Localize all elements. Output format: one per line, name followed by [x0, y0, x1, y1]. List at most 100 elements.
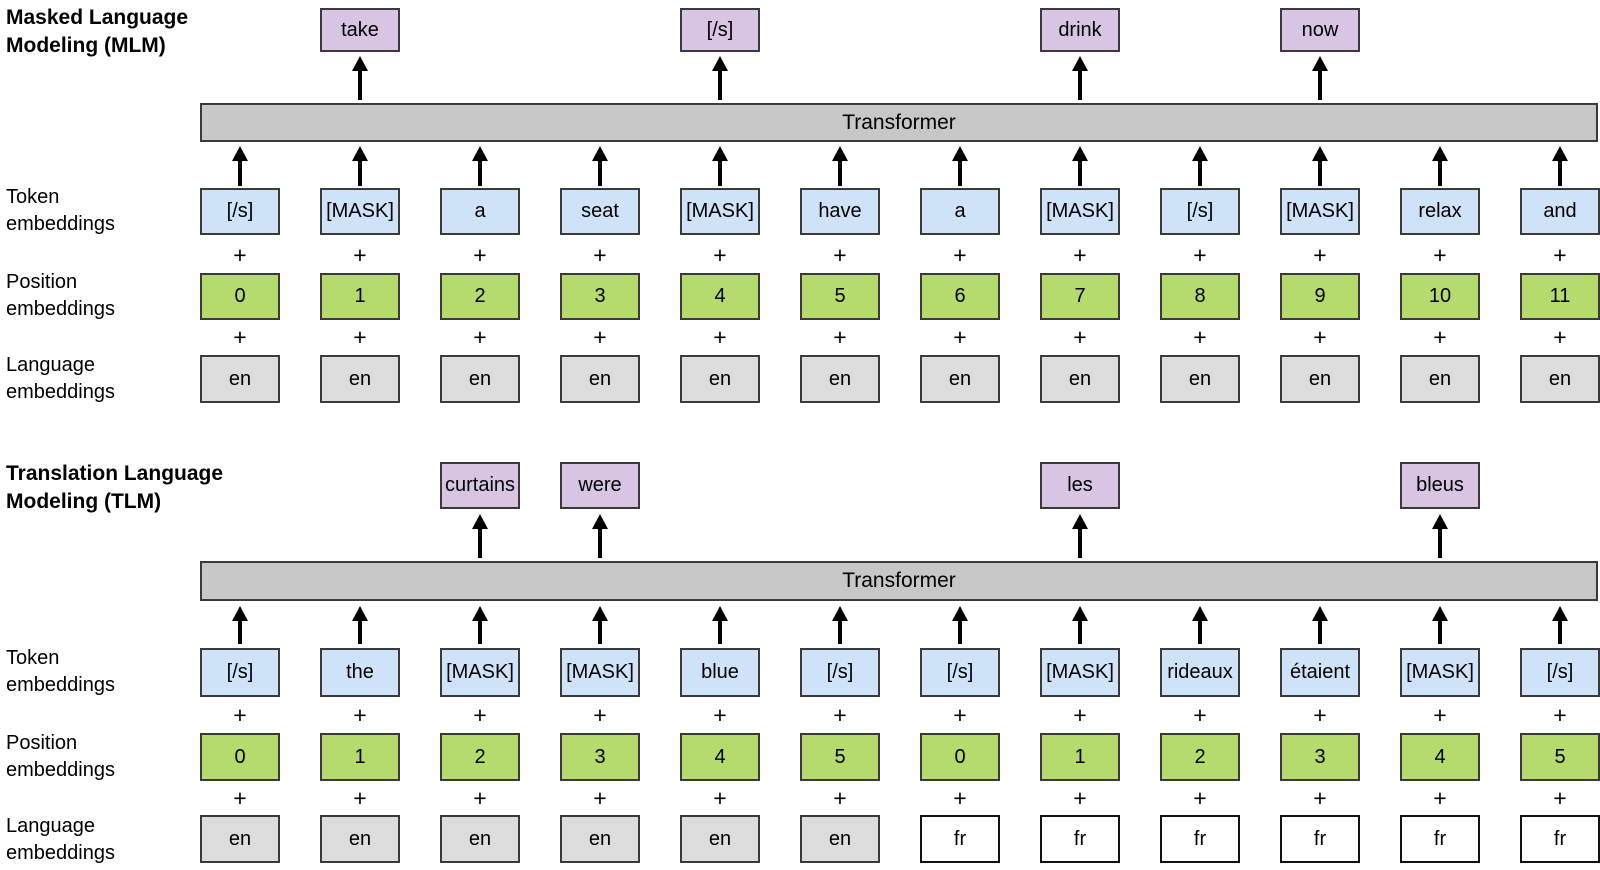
- language-embedding-box: en: [440, 815, 520, 863]
- position-embedding-box: 7: [1040, 273, 1120, 320]
- plus-sign: +: [593, 324, 607, 350]
- plus-sign: +: [713, 785, 727, 811]
- position-embedding-box: 1: [1040, 733, 1120, 781]
- language-embedding-box: en: [680, 355, 760, 403]
- token-embedding-box: rideaux: [1160, 648, 1240, 697]
- token-embedding-box: seat: [560, 188, 640, 235]
- plus-sign: +: [713, 242, 727, 268]
- token-embedding-box: [MASK]: [440, 648, 520, 697]
- token-embedding-box: a: [440, 188, 520, 235]
- plus-sign: +: [1073, 785, 1087, 811]
- plus-sign: +: [1193, 242, 1207, 268]
- position-embedding-box: 3: [1280, 733, 1360, 781]
- tlm-transformer-bar: Transformer: [200, 561, 1598, 601]
- position-embedding-box: 6: [920, 273, 1000, 320]
- input-up-arrow-icon: [1192, 606, 1208, 644]
- predicted-token-box: now: [1280, 8, 1360, 52]
- plus-sign: +: [953, 324, 967, 350]
- tlm-section-title: Translation Language Modeling (TLM): [6, 462, 224, 513]
- language-embedding-box: fr: [920, 815, 1000, 863]
- token-embedding-box: have: [800, 188, 880, 235]
- plus-sign: +: [953, 785, 967, 811]
- token-embedding-box: relax: [1400, 188, 1480, 235]
- token-embedding-box: [/s]: [800, 648, 880, 697]
- input-up-arrow-icon: [952, 606, 968, 644]
- language-embedding-box: en: [560, 815, 640, 863]
- input-up-arrow-icon: [352, 606, 368, 644]
- output-up-arrow-icon: [1312, 56, 1328, 100]
- plus-sign: +: [713, 702, 727, 728]
- token-embedding-box: and: [1520, 188, 1600, 235]
- output-up-arrow-icon: [1072, 514, 1088, 558]
- language-embedding-box: en: [1520, 355, 1600, 403]
- input-up-arrow-icon: [1552, 606, 1568, 644]
- plus-sign: +: [1313, 702, 1327, 728]
- input-up-arrow-icon: [472, 606, 488, 644]
- predicted-token-box: were: [560, 462, 640, 509]
- language-embedding-box: en: [320, 355, 400, 403]
- input-up-arrow-icon: [952, 146, 968, 186]
- position-embedding-box: 4: [1400, 733, 1480, 781]
- input-up-arrow-icon: [352, 146, 368, 186]
- token-embedding-box: [MASK]: [680, 188, 760, 235]
- position-embedding-box: 0: [200, 733, 280, 781]
- position-embedding-box: 0: [920, 733, 1000, 781]
- plus-sign: +: [353, 702, 367, 728]
- input-up-arrow-icon: [232, 606, 248, 644]
- input-up-arrow-icon: [1072, 146, 1088, 186]
- language-embedding-box: en: [1040, 355, 1120, 403]
- token-embedding-box: a: [920, 188, 1000, 235]
- mlm-position-embeddings-label: Position embeddings: [6, 271, 115, 320]
- token-embedding-box: [MASK]: [1040, 648, 1120, 697]
- plus-sign: +: [593, 702, 607, 728]
- language-embedding-box: en: [560, 355, 640, 403]
- position-embedding-box: 1: [320, 273, 400, 320]
- position-embedding-box: 4: [680, 273, 760, 320]
- language-embedding-box: en: [1280, 355, 1360, 403]
- language-embedding-box: en: [320, 815, 400, 863]
- plus-sign: +: [1073, 702, 1087, 728]
- plus-sign: +: [473, 702, 487, 728]
- output-up-arrow-icon: [1432, 514, 1448, 558]
- plus-sign: +: [233, 785, 247, 811]
- input-up-arrow-icon: [1312, 146, 1328, 186]
- token-embedding-box: [MASK]: [320, 188, 400, 235]
- transformer-label: Transformer: [842, 569, 956, 592]
- predicted-token-box: take: [320, 8, 400, 52]
- output-up-arrow-icon: [712, 56, 728, 100]
- plus-sign: +: [353, 324, 367, 350]
- plus-sign: +: [1433, 242, 1447, 268]
- language-embedding-box: fr: [1280, 815, 1360, 863]
- token-embedding-box: [/s]: [1520, 648, 1600, 697]
- plus-sign: +: [1073, 242, 1087, 268]
- plus-sign: +: [1553, 702, 1567, 728]
- language-embedding-box: fr: [1040, 815, 1120, 863]
- language-embedding-box: en: [440, 355, 520, 403]
- plus-sign: +: [1193, 324, 1207, 350]
- position-embedding-box: 4: [680, 733, 760, 781]
- plus-sign: +: [1433, 785, 1447, 811]
- mlm-section-title: Masked Language Modeling (MLM): [6, 6, 189, 57]
- plus-sign: +: [233, 702, 247, 728]
- mlm-language-embeddings-label: Language embeddings: [6, 354, 115, 403]
- plus-sign: +: [473, 785, 487, 811]
- output-up-arrow-icon: [592, 514, 608, 558]
- position-embedding-box: 0: [200, 273, 280, 320]
- position-embedding-box: 5: [1520, 733, 1600, 781]
- predicted-token-box: drink: [1040, 8, 1120, 52]
- plus-sign: +: [473, 324, 487, 350]
- plus-sign: +: [1313, 324, 1327, 350]
- mlm-token-embeddings-label: Token embeddings: [6, 186, 115, 235]
- input-up-arrow-icon: [592, 146, 608, 186]
- plus-sign: +: [713, 324, 727, 350]
- input-up-arrow-icon: [832, 606, 848, 644]
- plus-sign: +: [1073, 324, 1087, 350]
- input-up-arrow-icon: [1312, 606, 1328, 644]
- predicted-token-box: [/s]: [680, 8, 760, 52]
- token-embedding-box: [/s]: [200, 188, 280, 235]
- input-up-arrow-icon: [1072, 606, 1088, 644]
- language-embedding-box: fr: [1400, 815, 1480, 863]
- input-up-arrow-icon: [712, 146, 728, 186]
- plus-sign: +: [473, 242, 487, 268]
- transformer-label: Transformer: [842, 110, 956, 134]
